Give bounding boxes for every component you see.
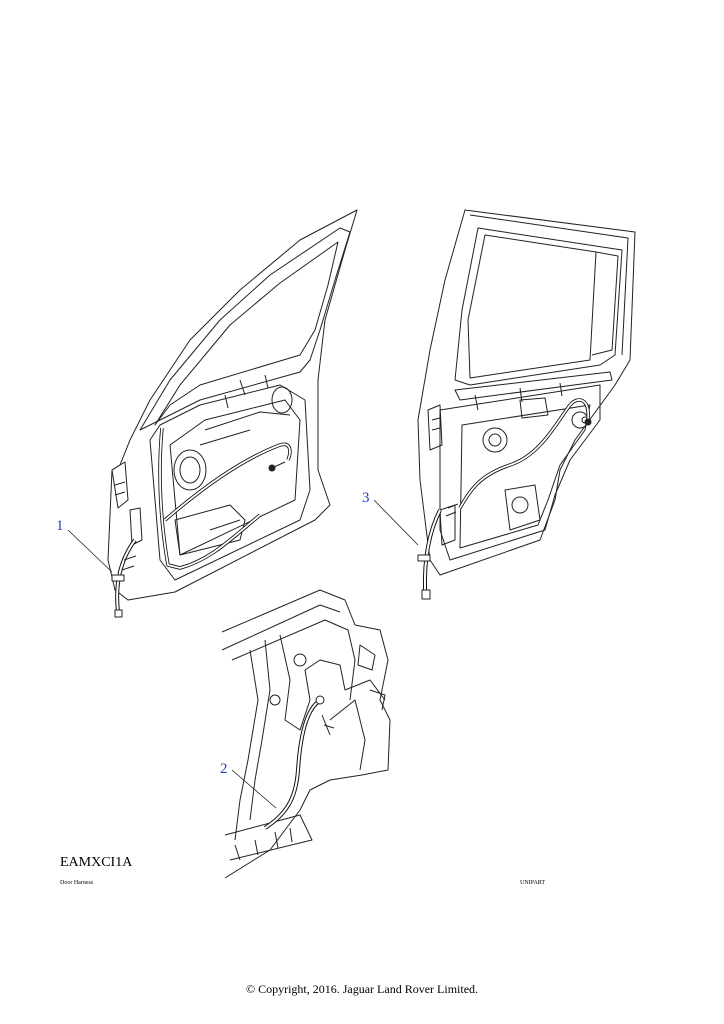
front-door-illustration [107, 209, 358, 618]
callout-2-leader [231, 769, 277, 809]
callout-leaders [67, 499, 419, 809]
copyright-notice: © Copyright, 2016. Jaguar Land Rover Lim… [245, 982, 479, 996]
callout-1-leader [67, 529, 113, 573]
callout-2: 2 [220, 761, 228, 777]
body-pillar-illustration [221, 589, 391, 879]
callout-3-leader [373, 499, 419, 546]
callout-3: 3 [362, 490, 370, 506]
illustration-ref-code: EAMXCI1A [60, 855, 133, 870]
illustration-source: UNIPART [520, 880, 546, 886]
rear-door-illustration [417, 209, 636, 600]
callout-1: 1 [56, 518, 64, 534]
illustration-title: Door Harness [60, 880, 94, 886]
